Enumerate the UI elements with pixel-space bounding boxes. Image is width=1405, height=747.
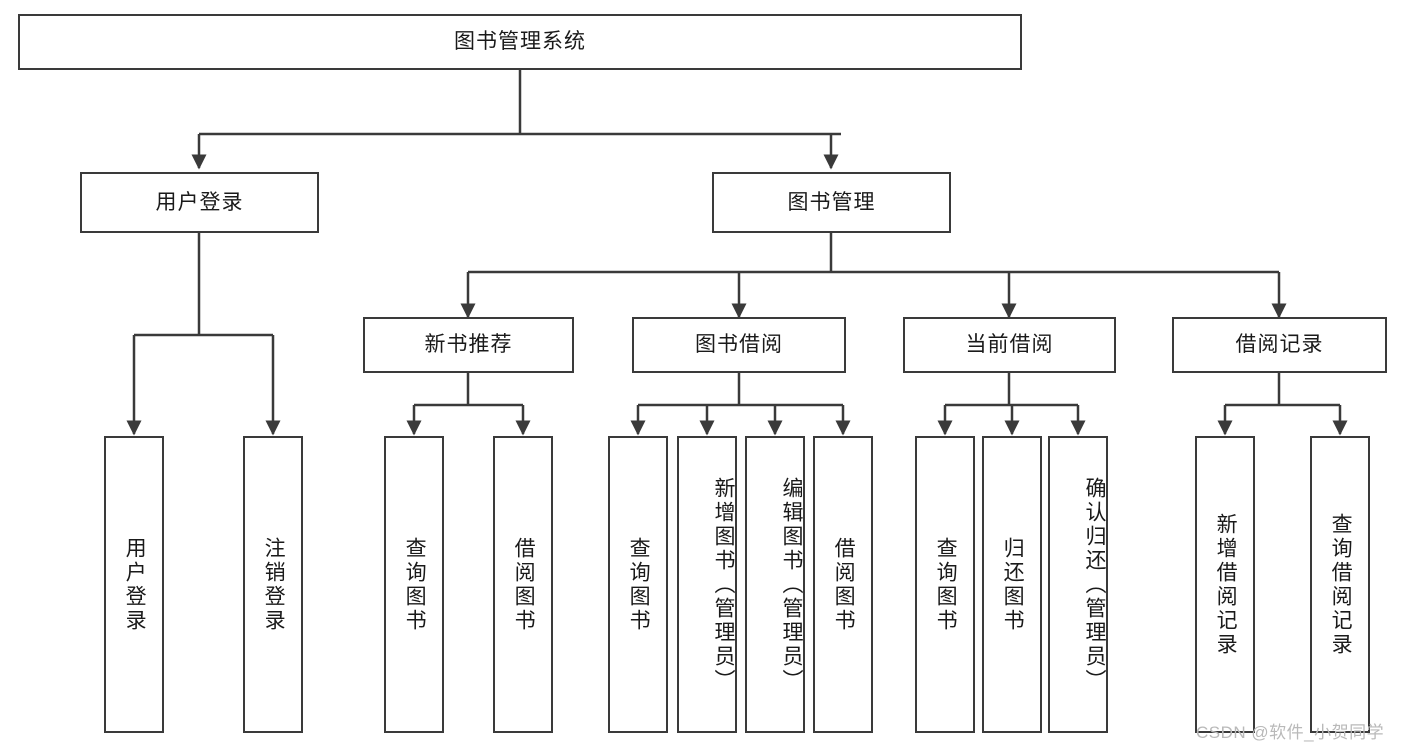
node-leaf-borrow-book-1-label: 借阅图书 (512, 536, 536, 633)
node-borrow-record[interactable]: 借阅记录 (1172, 317, 1387, 373)
node-leaf-return-book-label: 归还图书 (1001, 536, 1025, 633)
node-leaf-query-book-3[interactable]: 查询图书 (915, 436, 975, 733)
node-book-manage[interactable]: 图书管理 (712, 172, 951, 233)
node-new-book-recommend[interactable]: 新书推荐 (363, 317, 574, 373)
node-leaf-query-borrow-record[interactable]: 查询借阅记录 (1310, 436, 1370, 733)
node-leaf-confirm-return-admin[interactable]: 确认归还（管理员） (1048, 436, 1108, 733)
node-leaf-query-book-2[interactable]: 查询图书 (608, 436, 668, 733)
csdn-watermark: CSDN @软件_小贺同学 (1196, 723, 1385, 742)
node-leaf-add-borrow-record[interactable]: 新增借阅记录 (1195, 436, 1255, 733)
node-leaf-borrow-book-2-label: 借阅图书 (832, 536, 856, 633)
node-leaf-logout-login[interactable]: 注销登录 (243, 436, 303, 733)
node-leaf-add-book-admin[interactable]: 新增图书（管理员） (677, 436, 737, 733)
node-leaf-query-book-1-label: 查询图书 (403, 536, 427, 633)
node-user-login-label: 用户登录 (155, 190, 244, 214)
node-leaf-user-login[interactable]: 用户登录 (104, 436, 164, 733)
node-leaf-add-book-admin-label: 新增图书（管理员） (712, 476, 735, 693)
node-current-borrow[interactable]: 当前借阅 (903, 317, 1116, 373)
node-leaf-edit-book-admin[interactable]: 编辑图书（管理员） (745, 436, 805, 733)
node-leaf-logout-login-label: 注销登录 (262, 536, 286, 633)
node-book-manage-label: 图书管理 (787, 190, 876, 214)
node-leaf-borrow-book-2[interactable]: 借阅图书 (813, 436, 873, 733)
node-leaf-add-borrow-record-label: 新增借阅记录 (1214, 512, 1238, 657)
node-book-borrow-label: 图书借阅 (695, 333, 783, 357)
node-leaf-return-book[interactable]: 归还图书 (982, 436, 1042, 733)
node-leaf-query-borrow-record-label: 查询借阅记录 (1329, 512, 1353, 657)
node-root[interactable]: 图书管理系统 (18, 14, 1022, 70)
node-leaf-query-book-2-label: 查询图书 (627, 536, 651, 633)
node-borrow-record-label: 借阅记录 (1235, 333, 1324, 357)
node-book-borrow[interactable]: 图书借阅 (632, 317, 846, 373)
node-user-login[interactable]: 用户登录 (80, 172, 319, 233)
node-root-label: 图书管理系统 (454, 30, 586, 54)
node-leaf-query-book-3-label: 查询图书 (934, 536, 958, 633)
node-leaf-user-login-label: 用户登录 (123, 536, 147, 633)
node-leaf-edit-book-admin-label: 编辑图书（管理员） (780, 476, 803, 693)
node-leaf-borrow-book-1[interactable]: 借阅图书 (493, 436, 553, 733)
node-current-borrow-label: 当前借阅 (965, 333, 1054, 357)
node-leaf-query-book-1[interactable]: 查询图书 (384, 436, 444, 733)
node-new-book-recommend-label: 新书推荐 (424, 333, 513, 357)
node-leaf-confirm-return-admin-label: 确认归还（管理员） (1083, 476, 1106, 693)
